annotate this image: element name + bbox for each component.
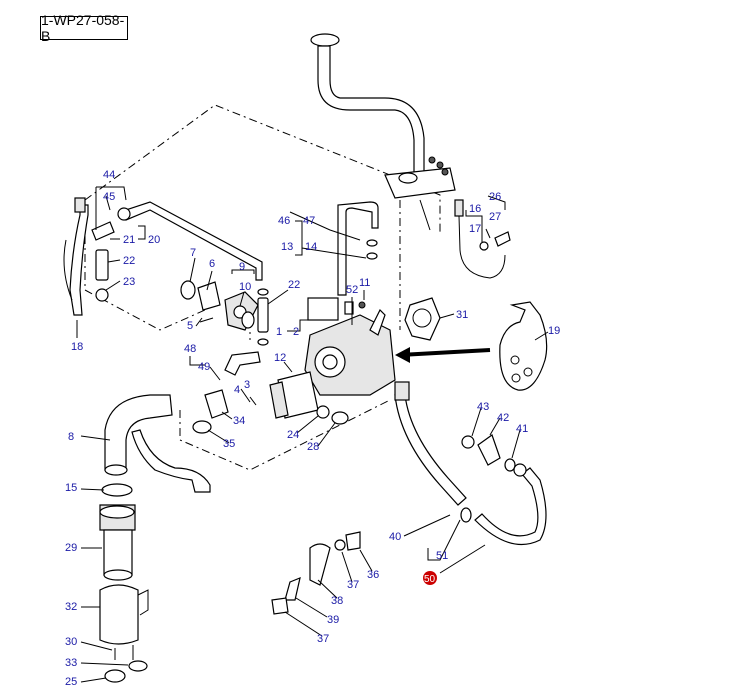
callout-41: 41 xyxy=(516,423,528,435)
callout-27: 27 xyxy=(489,211,501,223)
callout-49: 49 xyxy=(198,361,210,373)
callout-30: 30 xyxy=(65,636,77,648)
callout-44: 44 xyxy=(103,169,115,181)
figure-reference: 1-WP27-058-B xyxy=(40,12,128,44)
callout-38: 38 xyxy=(331,595,343,607)
callout-47: 47 xyxy=(303,215,315,227)
callout-33: 33 xyxy=(65,657,77,669)
callout-35: 35 xyxy=(223,438,235,450)
callout-3: 3 xyxy=(244,379,250,391)
callout-40: 40 xyxy=(389,531,401,543)
callout-23: 23 xyxy=(123,276,135,288)
callout-4: 4 xyxy=(234,384,240,396)
callout-37-upper: 37 xyxy=(347,579,359,591)
callout-36: 36 xyxy=(367,569,379,581)
callout-22-left: 22 xyxy=(123,255,135,267)
callout-5: 5 xyxy=(187,320,193,332)
fittings-bottom-center xyxy=(271,531,361,615)
filter-assembly xyxy=(99,483,149,683)
suction-pipe-8 xyxy=(104,351,261,493)
callout-22-center: 22 xyxy=(288,279,300,291)
callout-6: 6 xyxy=(209,258,215,270)
callout-52: 52 xyxy=(346,284,358,296)
callout-20: 20 xyxy=(148,234,160,246)
callout-31: 31 xyxy=(456,309,468,321)
callout-32: 32 xyxy=(65,601,77,613)
callout-18: 18 xyxy=(71,341,83,353)
callout-50: 50 xyxy=(424,574,436,585)
callout-21: 21 xyxy=(123,234,135,246)
callout-1: 1 xyxy=(276,326,282,338)
callout-42: 42 xyxy=(497,412,509,424)
callout-39: 39 xyxy=(327,614,339,626)
delivery-hoses xyxy=(394,381,547,546)
callout-46: 46 xyxy=(278,215,290,227)
callout-12: 12 xyxy=(274,352,286,364)
leader-lines xyxy=(76,186,549,683)
callout-15: 15 xyxy=(65,482,77,494)
callout-14: 14 xyxy=(305,241,317,253)
callout-10: 10 xyxy=(239,281,251,293)
callout-26: 26 xyxy=(489,191,501,203)
callout-24: 24 xyxy=(287,429,299,441)
callout-7: 7 xyxy=(190,247,196,259)
callout-48: 48 xyxy=(184,343,196,355)
fittings-center-left xyxy=(180,280,269,346)
callout-8: 8 xyxy=(68,431,74,443)
callout-29: 29 xyxy=(65,542,77,554)
callout-labels: 44 45 21 20 22 23 18 7 6 9 10 22 5 46 47… xyxy=(65,169,560,688)
hose-18-group xyxy=(63,197,263,316)
callout-43: 43 xyxy=(477,401,489,413)
callout-11: 11 xyxy=(359,277,370,289)
hose-26-group xyxy=(454,199,511,279)
callout-25: 25 xyxy=(65,676,77,688)
callout-16: 16 xyxy=(469,203,481,215)
callout-28: 28 xyxy=(307,441,319,453)
callout-9: 9 xyxy=(239,261,245,273)
callout-17: 17 xyxy=(469,223,481,235)
callout-37-lower: 37 xyxy=(317,633,329,645)
callout-13: 13 xyxy=(281,241,293,253)
hydraulic-pump-body xyxy=(269,201,396,425)
callout-34: 34 xyxy=(233,415,245,427)
callout-51: 51 xyxy=(436,550,448,562)
callout-2: 2 xyxy=(293,326,299,338)
highlight-marker-50 xyxy=(423,571,437,585)
filler-tube-assembly xyxy=(310,33,456,231)
callout-45: 45 xyxy=(103,191,115,203)
callout-19: 19 xyxy=(548,325,560,337)
gasket-and-bag xyxy=(395,297,548,391)
